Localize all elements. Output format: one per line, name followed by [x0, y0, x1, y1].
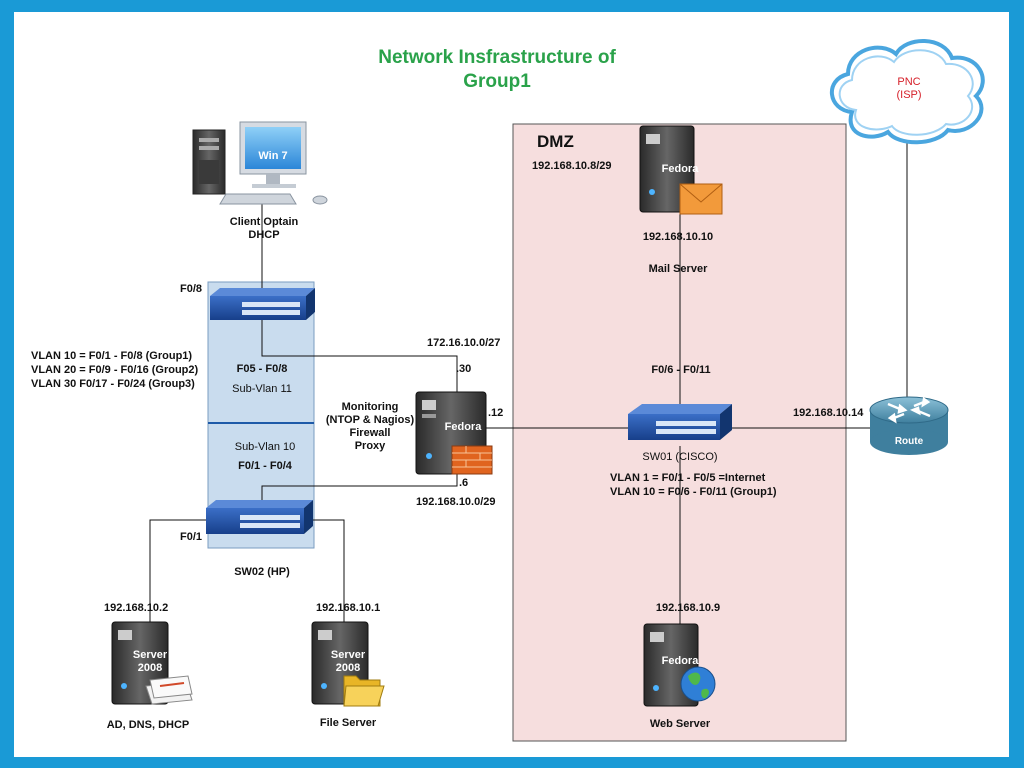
link-sw02-firewall — [261, 470, 458, 500]
firewall-ip-bottom: .6 — [459, 477, 469, 489]
connections — [149, 138, 908, 625]
isp-label-2: (ISP) — [896, 89, 922, 101]
web-server-icon — [643, 623, 716, 707]
sw02-range: F0/1 - F0/4 — [238, 460, 292, 472]
link-sw-firewall-top — [261, 320, 458, 392]
client-pc-icon — [192, 121, 328, 205]
firewall-ip-top: .30 — [456, 363, 472, 375]
sub-vlan-11-label: Sub-Vlan 11 — [232, 383, 292, 395]
sw02-port: F0/1 — [180, 531, 203, 543]
sw01-ports: F0/6 - F0/11 — [651, 364, 711, 376]
firewall-screen-text: Fedora — [444, 421, 482, 433]
title-line-2: Group1 — [463, 71, 531, 92]
client-label-1: Client Optain — [229, 216, 299, 228]
web-ip: 192.168.10.9 — [655, 602, 721, 614]
firewall-server-icon — [415, 391, 493, 475]
router-label: Route — [894, 436, 924, 447]
sub-vlan-10-label: Sub-Vlan 10 — [234, 441, 296, 453]
fileserver-ip: 192.168.10.1 — [316, 602, 381, 614]
dmz-subnet: 192.168.10.8/29 — [532, 160, 612, 172]
sw-top-range: F05 - F0/8 — [236, 363, 288, 375]
fileserver-screen-2: 2008 — [335, 662, 361, 674]
file-server-icon — [311, 621, 385, 707]
vlan-line: VLAN 10 = F0/1 - F0/8 (Group1) — [31, 350, 193, 362]
sw01-icon — [628, 404, 732, 440]
envelope-icon — [679, 183, 723, 215]
mail-label: Mail Server — [648, 263, 708, 275]
link-sw02-ad — [149, 519, 214, 625]
client-screen-text: Win 7 — [258, 150, 288, 162]
mail-server-icon — [639, 125, 723, 215]
fileserver-screen-1: Server — [330, 649, 366, 661]
firewall-role-2: (NTOP & Nagios) — [325, 414, 415, 426]
vlan-line: VLAN 30 F0/17 - F0/24 (Group3) — [31, 378, 195, 390]
firewall-icon — [451, 445, 493, 475]
link-sw02-fileserver — [310, 519, 345, 625]
firewall-net-bottom: 192.168.10.0/29 — [416, 496, 496, 508]
firewall-ip-right: .12 — [488, 407, 504, 419]
ad-label: AD, DNS, DHCP — [106, 719, 190, 731]
firewall-role-3: Firewall — [349, 427, 391, 439]
isp-cloud-icon — [829, 39, 985, 145]
sw-top-port: F0/8 — [180, 283, 203, 295]
sw02-icon — [206, 500, 313, 534]
sw01-vlan1: VLAN 1 = F0/1 - F0/5 =Internet — [610, 472, 766, 484]
firewall-net-top: 172.16.10.0/27 — [427, 337, 501, 349]
web-screen-text: Fedora — [661, 655, 699, 667]
ad-server-icon — [111, 621, 193, 705]
fileserver-label: File Server — [319, 717, 377, 729]
ad-ip: 192.168.10.2 — [104, 602, 169, 614]
sw01-vlan10: VLAN 10 = F0/6 - F0/11 (Group1) — [610, 486, 777, 498]
router-ip: 192.168.10.14 — [793, 407, 864, 419]
firewall-role-4: Proxy — [354, 440, 386, 452]
sw01-label: SW01 (CISCO) — [642, 451, 718, 463]
mail-ip: 192.168.10.10 — [642, 231, 714, 243]
switch-top-icon — [210, 288, 315, 320]
dmz-label: DMZ — [537, 132, 574, 151]
router-icon — [869, 396, 949, 455]
client-label-2: DHCP — [248, 229, 280, 241]
web-label: Web Server — [649, 718, 711, 730]
vlan-line: VLAN 20 = F0/9 - F0/16 (Group2) — [31, 364, 199, 376]
documents-icon — [145, 675, 193, 705]
folder-icon — [343, 675, 385, 707]
isp-label-1: PNC — [897, 76, 921, 88]
mail-screen-text: Fedora — [661, 163, 699, 175]
ad-screen-2: 2008 — [137, 662, 163, 674]
globe-icon — [680, 666, 716, 702]
sw02-label: SW02 (HP) — [234, 566, 290, 578]
diagram-title: Network Insfrastructure of Group1 — [378, 46, 616, 94]
ad-screen-1: Server — [132, 649, 168, 661]
title-line-1: Network Insfrastructure of — [378, 47, 616, 68]
firewall-role-1: Monitoring — [341, 401, 399, 413]
vlan-assignment-list: VLAN 10 = F0/1 - F0/8 (Group1) VLAN 20 =… — [31, 349, 198, 391]
